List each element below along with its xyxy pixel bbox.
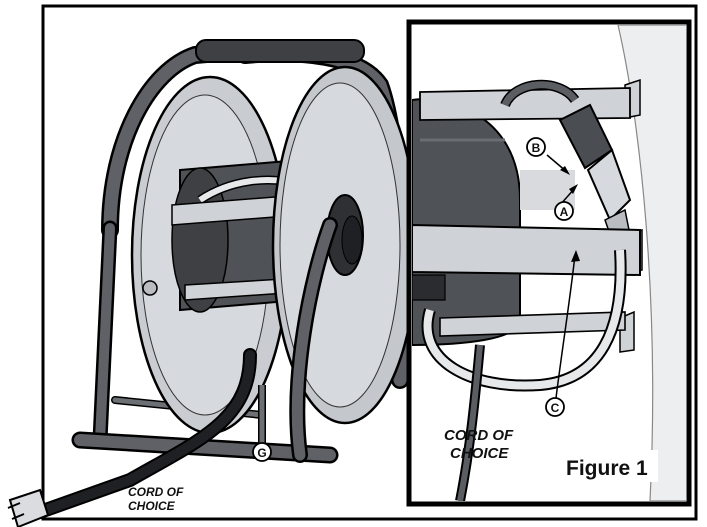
frame-back-leg — [95, 223, 115, 445]
cord-plug — [7, 488, 50, 527]
frame-back-arc — [103, 45, 237, 237]
wall-surface — [617, 25, 686, 501]
reel-bolt — [142, 280, 158, 296]
inset-cord — [457, 344, 483, 501]
inset-hose — [423, 249, 625, 390]
main-cord — [35, 350, 255, 517]
reel-handle — [195, 39, 365, 63]
callout-a-circle — [554, 201, 574, 221]
cable-reel — [7, 39, 419, 527]
inset-bar-middle — [412, 223, 641, 277]
figure-title: Figure 1 — [566, 457, 648, 480]
inset-bar-upper — [419, 87, 631, 121]
frame-base-bar — [74, 434, 336, 461]
callout-b-circle — [526, 137, 546, 157]
callout-c: C — [551, 401, 560, 415]
figure-title-bg — [560, 450, 658, 482]
cord-inset-label-line1: CORD OF — [444, 427, 514, 444]
frame-front-leg — [291, 219, 336, 461]
cord-main-label-line2: CHOICE — [128, 499, 176, 513]
detail-inset — [406, 19, 692, 507]
callout-c-circle — [545, 397, 565, 417]
callout-g-circle — [252, 442, 272, 462]
callout-b: B — [532, 141, 541, 155]
cord-inset-label-line2: CHOICE — [450, 445, 509, 462]
cord-main-label-line1: CORD OF — [128, 485, 184, 499]
gap-zone — [520, 170, 575, 210]
callout-a: A — [560, 205, 569, 219]
outer-border — [41, 4, 698, 521]
callout-g: G — [257, 446, 266, 460]
inset-bar-lower — [439, 311, 626, 337]
